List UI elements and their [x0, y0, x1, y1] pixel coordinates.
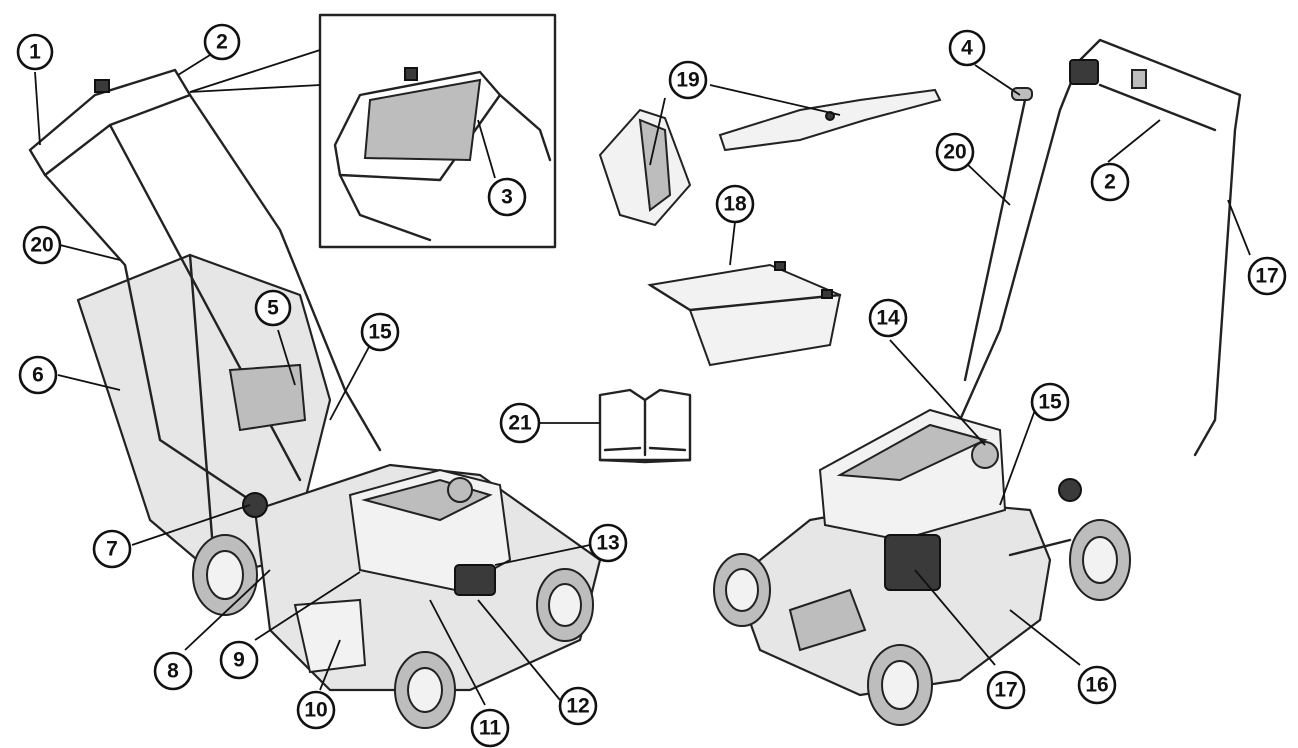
right-mower-illustration: [713, 38, 1242, 726]
callout-14: 14: [868, 298, 908, 338]
svg-text:18: 18: [723, 193, 747, 216]
callout-20-left: 20: [22, 225, 62, 265]
callout-10: 10: [296, 690, 336, 730]
right-wheel-front-right: [867, 644, 933, 726]
svg-text:6: 6: [32, 364, 44, 387]
handle-right-bar: [188, 93, 382, 452]
left-mower-illustration: [28, 68, 602, 729]
leader-lines: [34, 54, 1251, 706]
svg-text:15: 15: [368, 321, 392, 344]
right-handle-left: [958, 58, 1082, 422]
callout-4: 4: [948, 29, 986, 67]
svg-text:2: 2: [1104, 171, 1116, 194]
right-fuel-tank: [884, 534, 941, 591]
callout-9: 9: [219, 640, 259, 680]
svg-text:4: 4: [961, 37, 973, 60]
svg-text:17: 17: [1255, 265, 1278, 288]
svg-text:21: 21: [508, 412, 532, 435]
svg-text:10: 10: [304, 699, 327, 722]
callout-17-right-handle: 17: [1247, 256, 1287, 296]
mulch-plug-accessory: [598, 108, 692, 227]
callout-15-right: 15: [1030, 382, 1070, 422]
callout-17-right-tank: 17: [986, 670, 1026, 710]
callout-8: 8: [153, 651, 193, 691]
svg-text:20: 20: [943, 141, 966, 164]
svg-text:9: 9: [233, 649, 245, 672]
fuel-tank: [454, 564, 496, 596]
callout-1: 1: [16, 33, 54, 71]
handle-inset: [318, 13, 557, 249]
svg-text:17: 17: [994, 679, 1017, 702]
handle-clip: [94, 79, 110, 93]
bail-bar-inset: [363, 78, 482, 162]
grass-bag: [76, 253, 332, 577]
svg-text:5: 5: [267, 297, 279, 320]
callout-21: 21: [499, 402, 541, 444]
cable-spring: [1011, 87, 1033, 101]
right-wheel-rear: [1069, 519, 1131, 601]
right-wheel-front-left: [713, 553, 771, 627]
blade-accessory: [718, 88, 942, 152]
callout-19: 19: [668, 60, 708, 100]
wheel-front-right: [536, 568, 594, 642]
callout-7: 7: [92, 529, 132, 569]
wheel-rear-left: [192, 534, 258, 616]
callout-2-right: 2: [1090, 162, 1130, 202]
svg-text:8: 8: [167, 660, 179, 683]
callout-16: 16: [1077, 665, 1117, 705]
rear-flap: [293, 598, 367, 674]
right-oil-cap: [971, 441, 999, 469]
svg-text:1: 1: [29, 41, 41, 64]
callout-15-left: 15: [360, 312, 400, 352]
manual-book-icon: [598, 388, 692, 464]
svg-text:3: 3: [501, 186, 513, 209]
callout-3: 3: [487, 177, 527, 217]
svg-text:16: 16: [1085, 674, 1108, 697]
callout-12: 12: [558, 686, 598, 726]
svg-text:19: 19: [676, 69, 699, 92]
callout-18: 18: [715, 184, 755, 224]
svg-text:7: 7: [106, 538, 118, 561]
height-adjust-knob: [242, 492, 268, 518]
handle-left-bar: [43, 173, 252, 502]
mulch-plug: [228, 363, 307, 432]
callout-20-right: 20: [935, 132, 975, 172]
right-handle-upper: [1078, 38, 1242, 457]
svg-text:11: 11: [479, 717, 502, 740]
svg-text:12: 12: [566, 695, 589, 718]
callout-11: 11: [470, 708, 510, 748]
svg-text:20: 20: [30, 234, 53, 257]
svg-text:14: 14: [876, 307, 900, 330]
callout-13: 13: [588, 523, 628, 563]
callout-6: 6: [18, 355, 58, 395]
throttle-control: [1069, 59, 1099, 85]
oil-cap: [447, 477, 473, 503]
callout-5: 5: [254, 289, 292, 327]
svg-text:2: 2: [216, 31, 228, 54]
svg-text:15: 15: [1038, 391, 1062, 414]
wheel-front-left: [394, 651, 456, 729]
side-discharge-chute: [647, 261, 842, 367]
callout-2-left: 2: [203, 23, 241, 61]
svg-text:13: 13: [596, 532, 619, 555]
